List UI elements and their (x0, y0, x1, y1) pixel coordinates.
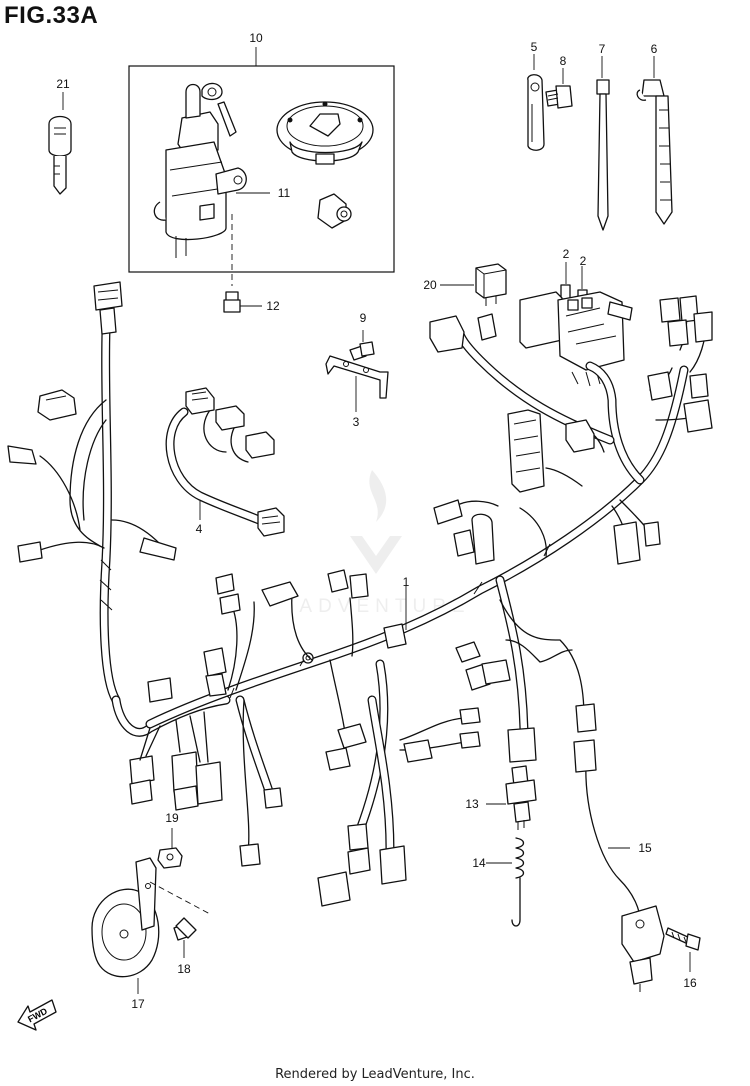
bolt-8-icon[interactable] (545, 85, 573, 109)
callout-20[interactable]: 20 (423, 278, 437, 292)
callout-10[interactable]: 10 (249, 31, 263, 45)
watermark-text: ADVENTURE (299, 596, 470, 617)
callout-21[interactable]: 21 (56, 77, 70, 91)
key-icon[interactable] (48, 115, 72, 195)
bracket-3-icon[interactable] (325, 355, 389, 399)
callout-7[interactable]: 7 (598, 42, 606, 56)
callout-2b[interactable]: 2 (579, 254, 587, 268)
bolt-18-icon[interactable] (173, 917, 197, 941)
clamp-5-icon[interactable] (527, 74, 545, 151)
callout-3[interactable]: 3 (352, 415, 360, 429)
callout-11[interactable]: 11 (277, 186, 291, 200)
callout-8[interactable]: 8 (559, 54, 567, 68)
sensor-15-icon[interactable] (621, 905, 665, 992)
switch-13-icon[interactable] (505, 765, 537, 830)
fwd-arrow-icon: FWD (17, 999, 57, 1031)
bolt-9-icon[interactable] (349, 341, 375, 361)
callout-14[interactable]: 14 (472, 856, 486, 870)
horn-17-icon[interactable] (91, 857, 160, 978)
callout-4[interactable]: 4 (195, 522, 203, 536)
main-wiring-harness-icon[interactable] (7, 281, 713, 921)
lock-cylinder-icon[interactable] (317, 193, 352, 229)
callout-17[interactable]: 17 (131, 997, 145, 1011)
callout-5[interactable]: 5 (530, 40, 538, 54)
render-credit: Rendered by LeadVenture, Inc. (275, 1067, 475, 1082)
callout-12[interactable]: 12 (266, 299, 280, 313)
watermark-logo: ADVENTURE (299, 470, 470, 617)
callout-15[interactable]: 15 (638, 841, 652, 855)
bolt-12-icon[interactable] (223, 291, 241, 313)
fuse-box-icon[interactable] (519, 291, 625, 387)
ignition-switch-icon[interactable] (153, 82, 247, 258)
callout-19[interactable]: 19 (165, 811, 179, 825)
callout-6[interactable]: 6 (650, 42, 658, 56)
callout-2a[interactable]: 2 (562, 247, 570, 261)
nut-19-icon[interactable] (157, 847, 183, 869)
callout-16[interactable]: 16 (683, 976, 697, 990)
relay-20-icon[interactable] (475, 263, 507, 306)
ignition-kit-box (128, 65, 395, 273)
bolt-16-icon[interactable] (665, 927, 701, 951)
spring-14-icon[interactable] (511, 837, 525, 927)
callout-18[interactable]: 18 (177, 962, 191, 976)
callout-1[interactable]: 1 (402, 575, 410, 589)
callout-9[interactable]: 9 (359, 311, 367, 325)
sub-harness-4-icon[interactable] (165, 387, 285, 537)
cable-tie-7-icon[interactable] (596, 79, 610, 231)
figure-title: FIG.33A (4, 2, 99, 29)
cable-tie-6-icon[interactable] (636, 79, 673, 225)
fuel-cap-icon[interactable] (276, 101, 374, 165)
callout-13[interactable]: 13 (465, 797, 479, 811)
